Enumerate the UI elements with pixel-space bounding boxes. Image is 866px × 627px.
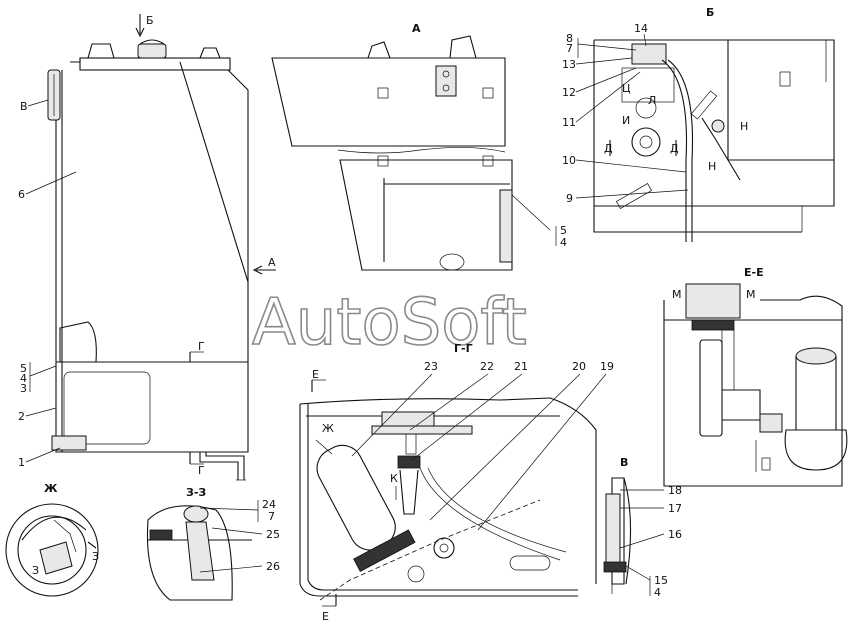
mark-i: И [622, 114, 630, 127]
callout-21: 21 [514, 360, 528, 373]
section-e-e-title: Е-Е [744, 266, 764, 279]
callout-8: 8 [566, 32, 573, 45]
callout-3: 3 [20, 382, 27, 395]
callout-7: 7 [566, 42, 573, 55]
callout-2: 2 [18, 410, 25, 423]
callout-14: 14 [634, 22, 648, 35]
callout-18: 18 [668, 484, 682, 497]
mark-z-1: З [92, 550, 99, 563]
mark-d-left: Д [604, 142, 613, 155]
section-g-g [299, 397, 597, 601]
callout-20: 20 [572, 360, 586, 373]
mark-l: Л [648, 94, 656, 107]
mark-z-2: З [32, 564, 39, 577]
callout-5: 5 [20, 362, 27, 375]
view-a-title: А [412, 22, 421, 35]
callout-15: 15 [654, 574, 668, 587]
mark-n-lower: Н [708, 160, 716, 173]
mark-b-arrow: Б [146, 14, 154, 27]
callout-26: 26 [266, 560, 280, 573]
mark-g-lower: Г [198, 464, 205, 477]
callout-9: 9 [566, 192, 573, 205]
watermark: AutoSoft [252, 286, 527, 360]
mark-m-right: М [746, 288, 756, 301]
mark-ts: Ц [622, 82, 631, 95]
mark-d-right: Д [670, 142, 679, 155]
view-b [593, 39, 835, 242]
callouts: 6 5 4 3 2 1 5 4 14 8 7 13 12 11 10 9 18 [18, 22, 689, 599]
mark-v: В [20, 100, 28, 113]
callout-19: 19 [600, 360, 614, 373]
mark-e-upper: Е [312, 368, 319, 381]
callout-25: 25 [266, 528, 280, 541]
view-b-title: Б [706, 6, 714, 19]
view-zh [5, 503, 99, 597]
main-tank-view [47, 39, 249, 481]
view-v [603, 477, 632, 594]
mark-a-arrow: А [268, 256, 276, 269]
section-z-z-title: З-З [186, 486, 206, 499]
mark-zh: Ж [322, 422, 334, 435]
view-v-title: В [620, 456, 628, 469]
callout-11: 11 [562, 116, 576, 129]
section-z-z [146, 505, 252, 601]
callout-13: 13 [562, 58, 576, 71]
view-zh-title: Ж [44, 482, 58, 495]
section-e-e [663, 283, 848, 487]
callout-1: 1 [18, 456, 25, 469]
mark-n-upper: Н [740, 120, 748, 133]
callout-4: 4 [20, 372, 27, 385]
mark-m-left: М [672, 288, 682, 301]
mark-g-upper: Г [198, 340, 205, 353]
callout-4b: 4 [560, 236, 567, 249]
callout-7b: 7 [268, 510, 275, 523]
section-marks: Б В А Г Г Е Е Ж К Д Д Н Н М М [20, 14, 756, 623]
mark-k: К [390, 472, 398, 485]
callout-17: 17 [668, 502, 682, 515]
callout-12: 12 [562, 86, 576, 99]
callout-16: 16 [668, 528, 682, 541]
callout-22: 22 [480, 360, 494, 373]
callout-24: 24 [262, 498, 276, 511]
callout-6: 6 [18, 188, 25, 201]
section-g-g-title: Г-Г [454, 342, 473, 355]
callout-10: 10 [562, 154, 576, 167]
mark-e-lower: Е [322, 610, 329, 623]
view-a [271, 35, 551, 271]
callout-5b: 5 [560, 224, 567, 237]
callout-23: 23 [424, 360, 438, 373]
callout-4c: 4 [654, 586, 661, 599]
